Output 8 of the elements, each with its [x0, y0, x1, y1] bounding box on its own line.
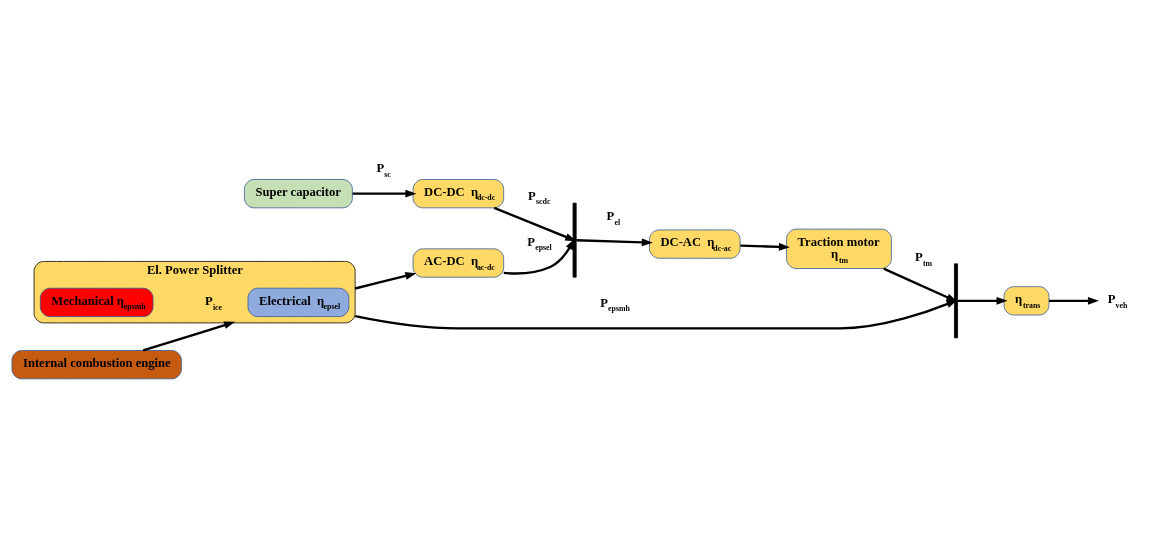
edge-label: P$_{sc}$ [376, 160, 391, 179]
node-text: P$_{veh}$ [1107, 291, 1128, 310]
edge-label: P$_{tm}$ [915, 249, 933, 268]
edge-label: P$_{el}$ [606, 208, 621, 227]
edge-label: P$_{ice}$ [205, 293, 223, 312]
edge-label: P$_{scdc}$ [528, 188, 551, 206]
edge-label: P$_{epsmh}$ [600, 295, 630, 313]
edge-label: P$_{epsel}$ [527, 234, 552, 252]
